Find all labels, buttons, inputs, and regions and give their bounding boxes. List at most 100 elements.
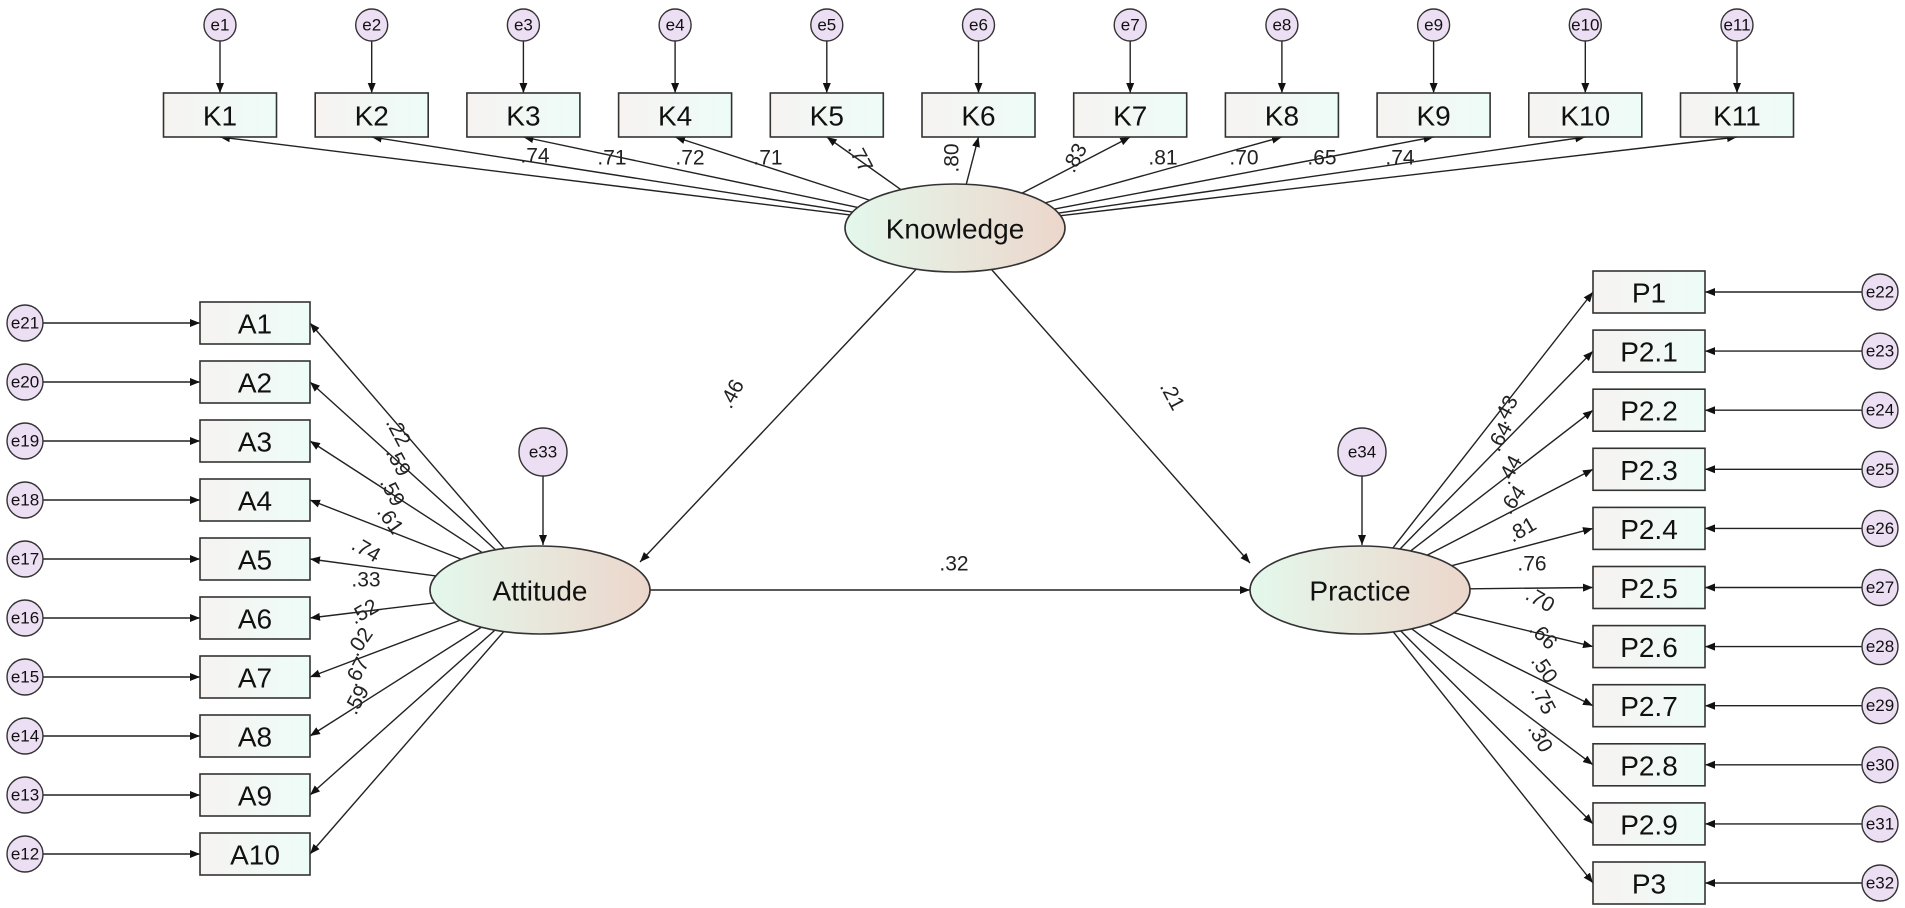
error-e14-circle — [6, 717, 44, 755]
loading-arrow-p2-1 — [1399, 350, 1594, 550]
item-a8-label: A8 — [238, 722, 272, 753]
error-e4-circle — [658, 8, 692, 42]
item-a5-box — [199, 537, 311, 581]
loading-a8: .02 — [342, 623, 378, 660]
error-e13-label: e13 — [11, 786, 39, 805]
error-e23-circle — [1861, 332, 1899, 370]
item-a9-label: A9 — [238, 781, 272, 812]
loading-arrow-p2-9 — [1400, 630, 1594, 825]
loading-arrow-a9 — [309, 629, 496, 796]
error-e12-circle — [6, 835, 44, 873]
item-p1-box — [1592, 270, 1706, 314]
item-a6-label: A6 — [238, 604, 272, 635]
item-k10-label: K10 — [1560, 101, 1610, 132]
item-a10-label: A10 — [230, 840, 280, 871]
loading-arrow-k9 — [1054, 134, 1434, 210]
error-e1-label: e1 — [211, 16, 230, 35]
loading-p2-3: .64 — [1495, 481, 1531, 518]
item-p2-5-box — [1592, 565, 1706, 610]
error-e9-circle — [1416, 8, 1451, 42]
error-e27-circle — [1861, 568, 1899, 607]
loading-arrow-k6 — [965, 136, 980, 185]
latent-knowledge-ellipse — [844, 183, 1066, 273]
error-e10-label: e10 — [1571, 16, 1599, 35]
loading-a10: .59 — [340, 682, 374, 719]
error-e30-circle — [1861, 746, 1899, 784]
loading-arrow-p1 — [1392, 291, 1594, 549]
error-e22-circle — [1861, 273, 1899, 311]
error-e9-label: e9 — [1424, 16, 1443, 35]
loading-a6: .33 — [351, 569, 380, 592]
error-e4-label: e4 — [666, 16, 685, 35]
item-a8-box — [199, 714, 311, 758]
error-e19-circle — [6, 422, 44, 460]
loading-arrow-p2-5 — [1469, 583, 1594, 592]
error-e11-label: e11 — [1723, 16, 1750, 35]
item-p2-8-label: P2.8 — [1620, 750, 1678, 781]
error-e14-label: e14 — [11, 727, 39, 746]
loading-arrow-k7 — [1021, 136, 1131, 194]
paths-layer — [43, 41, 1862, 887]
error-e5-label: e5 — [817, 16, 836, 35]
item-a10-box — [199, 832, 311, 876]
loading-p2-5: .76 — [1517, 553, 1546, 576]
error-e5-circle — [810, 8, 844, 42]
error-e27-label: e27 — [1866, 578, 1894, 597]
item-p2-9-box — [1592, 802, 1706, 846]
item-k1-label: K1 — [203, 101, 237, 132]
error-e20-label: e20 — [11, 373, 39, 392]
loading-arrow-a7 — [309, 619, 461, 678]
item-p2-2-label: P2.2 — [1620, 396, 1678, 427]
error-e28-circle — [1861, 627, 1899, 666]
loading-k10: .65 — [1307, 147, 1336, 170]
disturbance-e33-label: e33 — [529, 443, 557, 462]
error-e29-circle — [1861, 687, 1899, 725]
disturbance-e34-circle — [1337, 427, 1387, 477]
error-e22-label: e22 — [1866, 283, 1894, 302]
error-e13-circle — [6, 776, 44, 814]
loading-p2-1: .64 — [1483, 418, 1517, 455]
item-a9-box — [199, 773, 311, 817]
item-p2-3-label: P2.3 — [1620, 455, 1678, 486]
loading-arrow-a2 — [309, 381, 496, 551]
coef-knowledge-practice: .21 — [1155, 378, 1189, 415]
error-e8-label: e8 — [1272, 16, 1291, 35]
item-k3-label: K3 — [506, 101, 540, 132]
item-a1-label: A1 — [238, 309, 272, 340]
error-e3-circle — [506, 8, 541, 42]
error-e20-circle — [6, 363, 44, 401]
error-e8-circle — [1265, 8, 1299, 42]
loading-a5: .74 — [348, 533, 385, 568]
item-p1-label: P1 — [1632, 278, 1666, 309]
item-a4-label: A4 — [238, 486, 272, 517]
latent-knowledge-label: Knowledge — [886, 214, 1025, 245]
item-k7-label: K7 — [1113, 101, 1147, 132]
loading-arrow-a8 — [309, 626, 482, 737]
loading-arrow-k1 — [219, 134, 851, 216]
item-k4-box — [617, 92, 733, 138]
loading-arrow-a3 — [309, 440, 483, 554]
loading-k7: .83 — [1058, 140, 1092, 177]
loading-p2-4: .81 — [1504, 513, 1541, 548]
item-p3-label: P3 — [1632, 869, 1666, 900]
item-p2-5-label: P2.5 — [1620, 573, 1678, 604]
error-e21-label: e21 — [11, 314, 39, 333]
loading-k3: .72 — [675, 147, 704, 170]
error-e16-label: e16 — [11, 609, 39, 628]
loading-k9: .70 — [1229, 147, 1258, 170]
error-e31-circle — [1861, 805, 1899, 843]
item-k6-label: K6 — [961, 101, 995, 132]
error-e7-circle — [1113, 8, 1147, 42]
item-p2-6-label: P2.6 — [1620, 632, 1678, 663]
error-e15-label: e15 — [11, 668, 39, 687]
item-a7-label: A7 — [238, 663, 272, 694]
item-p2-8-box — [1592, 742, 1706, 787]
loading-arrow-a1 — [309, 322, 505, 549]
item-k2-label: K2 — [355, 101, 389, 132]
loading-p2-7: .66 — [1525, 618, 1562, 655]
error-e24-label: e24 — [1866, 401, 1894, 420]
item-k6-box — [921, 92, 1036, 138]
loading-k4: .71 — [753, 147, 782, 170]
loading-arrow-p2-2 — [1410, 409, 1594, 552]
